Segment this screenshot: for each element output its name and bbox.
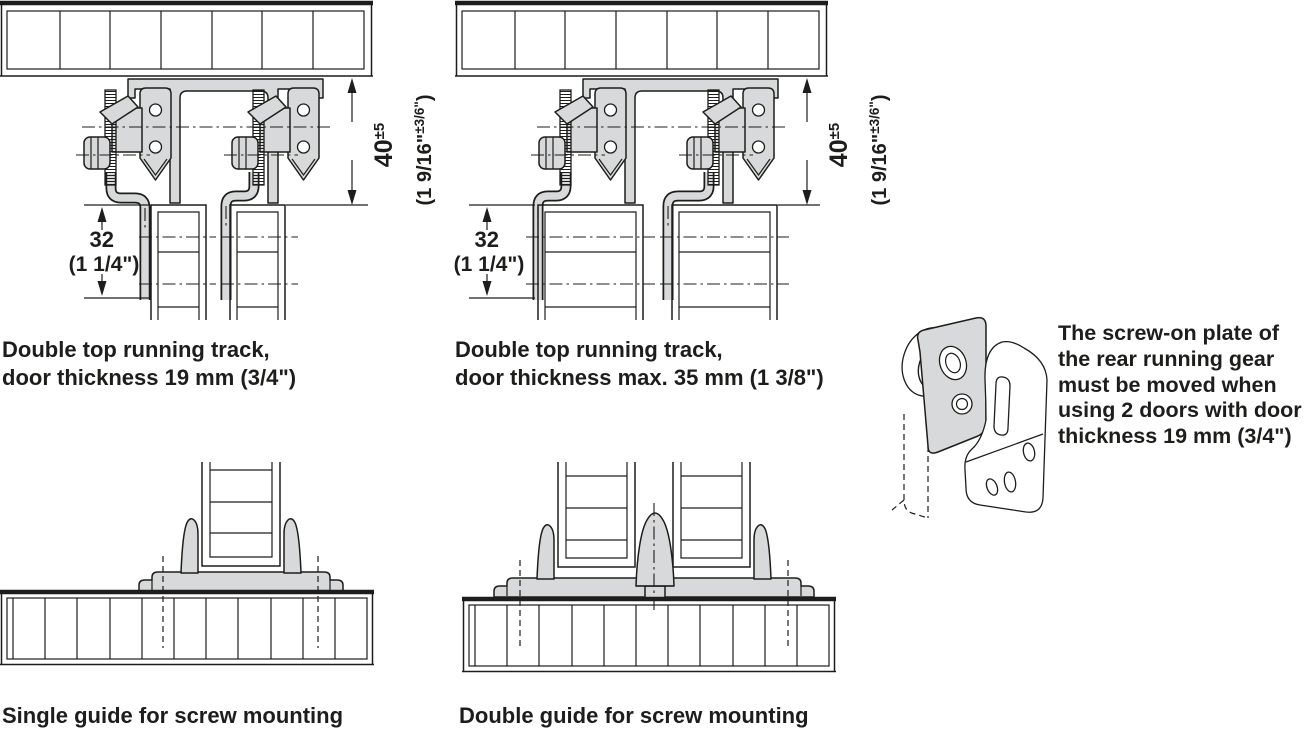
- caption-single-guide: Single guide for screw mounting: [2, 703, 344, 728]
- hanger-straps: [105, 172, 260, 300]
- dimension-32: 32 (1 1/4"): [454, 204, 535, 299]
- hanger-straps: [532, 172, 715, 300]
- diagram-track-35mm: 40±5 (1 9/16"±3/6") 32 (1 1/4"): [454, 2, 891, 320]
- diagram-track-19mm: 40±5 (1 9/16"±3/6") 32 (1 1/4"): [0, 2, 436, 320]
- caption-double-guide: Double guide for screw mounting: [459, 703, 809, 728]
- caption-line: door thickness 19 mm (3/4"): [2, 365, 297, 390]
- door-35mm-left: [526, 204, 655, 320]
- note-line: thickness 19 mm (3/4"): [1058, 424, 1292, 449]
- diagram-double-guide: [462, 462, 836, 672]
- caption-line: Double top running track,: [455, 337, 723, 362]
- dim-32-metric: 32: [475, 227, 499, 252]
- diagram-single-guide: [0, 462, 374, 665]
- dimension-40: 40±5 (1 9/16"±3/6"): [778, 78, 891, 206]
- caption-line: door thickness max. 35 mm (1 3/8"): [455, 365, 824, 390]
- center-guide: [635, 512, 675, 600]
- screw-on-plate-note: The screw-on plate of the rear running g…: [1058, 321, 1302, 450]
- dim-32-imperial: (1 1/4"): [454, 253, 525, 276]
- dim-40-imperial: (1 9/16"±3/6"): [867, 95, 891, 206]
- note-line: The screw-on plate of: [1058, 321, 1280, 345]
- note-line: must be moved when: [1058, 372, 1277, 397]
- dimension-32: 32 (1 1/4"): [69, 204, 150, 299]
- dimension-40: 40±5 (1 9/16"±3/6"): [286, 78, 436, 206]
- screw-on-plate-figure: [891, 316, 1048, 519]
- dim-40-metric: 40±5: [370, 123, 398, 167]
- caption-line: Double top running track,: [2, 337, 270, 362]
- note-line: using 2 doors with door: [1058, 398, 1302, 423]
- dim-40-imperial: (1 9/16"±3/6"): [412, 95, 436, 206]
- dim-32-metric: 32: [90, 227, 114, 252]
- door-35mm-right: [660, 204, 789, 320]
- door-19mm-left: [139, 204, 216, 320]
- rear-running-gear-body: [916, 316, 987, 454]
- caption-track-19mm: Double top running track, door thickness…: [2, 336, 296, 392]
- door-19mm-right: [221, 204, 298, 320]
- dim-32-imperial: (1 1/4"): [69, 253, 140, 276]
- caption-track-35mm: Double top running track, door thickness…: [455, 336, 824, 392]
- dim-40-metric: 40±5: [825, 123, 853, 167]
- note-line: the rear running gear: [1058, 346, 1275, 371]
- screw-on-plate: [964, 340, 1048, 513]
